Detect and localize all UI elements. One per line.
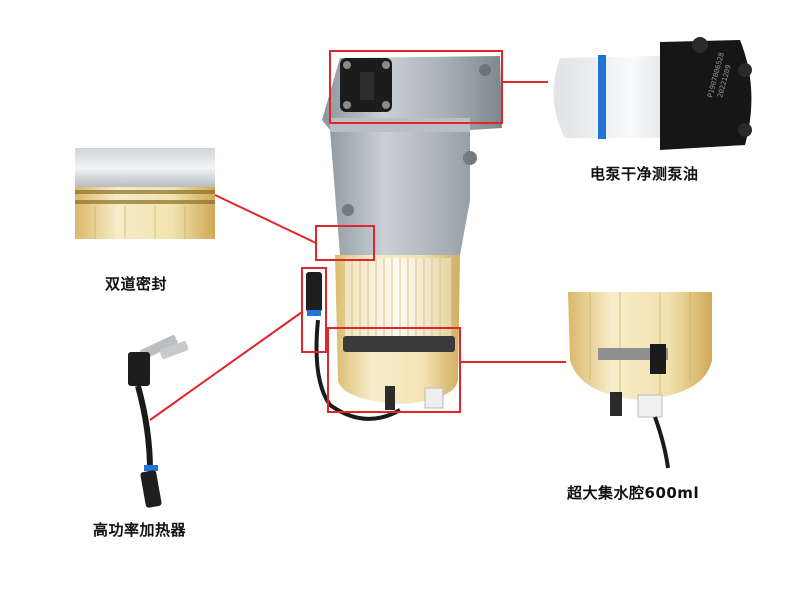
heater-callout-box bbox=[301, 267, 327, 353]
water-bowl-label: 超大集水腔600ml bbox=[567, 484, 700, 502]
bowl-detail-image bbox=[568, 292, 712, 469]
heater-callout-line bbox=[149, 311, 303, 421]
seal-callout-line bbox=[214, 194, 317, 244]
seal-detail-image bbox=[75, 148, 215, 239]
heater-detail-image bbox=[128, 335, 189, 508]
bowl-callout-box bbox=[327, 327, 461, 413]
callouts bbox=[149, 50, 566, 421]
dual-seal-label: 双道密封 bbox=[105, 275, 168, 293]
electric-pump-label: 电泵干净测泵油 bbox=[590, 165, 699, 183]
pump-detail-image: P1907006528 20221209 bbox=[553, 37, 752, 150]
heater-label: 高功率加热器 bbox=[93, 521, 187, 539]
main-filter-assembly bbox=[306, 56, 502, 421]
pump-callout-box bbox=[329, 50, 503, 124]
